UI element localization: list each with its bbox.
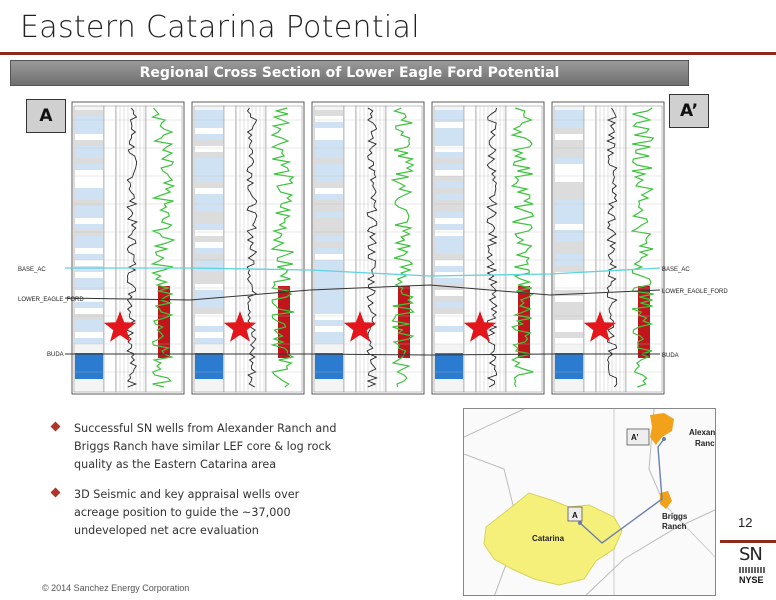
section-start-label: A [26,99,66,133]
banner-text: Regional Cross Section of Lower Eagle Fo… [139,65,560,81]
map-label-a: A [572,511,578,520]
slide-title: Eastern Catarina Potential [20,10,420,45]
target-star-icon [223,311,257,342]
buda-correlation [65,353,660,356]
marker-buda-right: BUDA [662,353,679,359]
logo-divider [720,540,776,543]
logo-stripes [739,567,765,573]
cross-section-line [579,438,665,544]
marker-lower-eagle-ford: LOWER_EAGLE_FORD [18,297,84,303]
catarina-acreage [483,492,623,586]
marker-lower-eagle-ford-right: LOWER_EAGLE_FORD [662,289,728,295]
company-logo: SN NYSE [733,544,773,590]
marker-base-ac-right: BASE_AC [662,267,690,273]
logo-sn-text: SN [739,544,763,565]
base-ac-correlation [65,267,661,277]
bullet-list: Successful SN wells from Alexander Ranch… [50,420,342,552]
well-log-panel [191,101,305,395]
bullet-text: 3D Seismic and key appraisal wells over … [74,488,300,537]
cross-section: BASE_AC LOWER_EAGLE_FORD BUDA BASE_AC LO… [18,101,728,395]
well-log-panel [431,101,545,395]
bullet-item: Successful SN wells from Alexander Ranch… [50,420,342,474]
logo-nyse-text: NYSE [739,575,764,585]
well-log-panel [311,101,425,395]
marker-base-ac: BASE_AC [18,267,46,273]
section-end-label: A’ [669,94,709,128]
page-number: 12 [738,515,753,530]
lower-eagle-ford-correlation [64,284,661,301]
target-star-icon [103,311,137,342]
map-label-a-prime: A’ [631,433,639,442]
copyright: © 2014 Sanchez Energy Corporation [42,583,190,593]
map-label-catarina: Catarina [532,534,565,543]
section-banner: Regional Cross Section of Lower Eagle Fo… [10,60,689,86]
bullet-text: Successful SN wells from Alexander Ranch… [74,422,337,471]
briggs-acreage [660,491,672,509]
target-star-icon [343,311,377,342]
marker-buda: BUDA [47,352,64,358]
well-log-panel [551,101,665,395]
alexander-acreage [650,413,674,445]
diamond-bullet-icon [50,487,61,498]
diamond-bullet-icon [50,421,61,432]
target-star-icon [463,311,497,342]
bullet-item: 3D Seismic and key appraisal wells over … [50,486,342,540]
title-divider [0,52,776,55]
well-log-panel [71,101,185,395]
target-star-icon [583,311,617,342]
